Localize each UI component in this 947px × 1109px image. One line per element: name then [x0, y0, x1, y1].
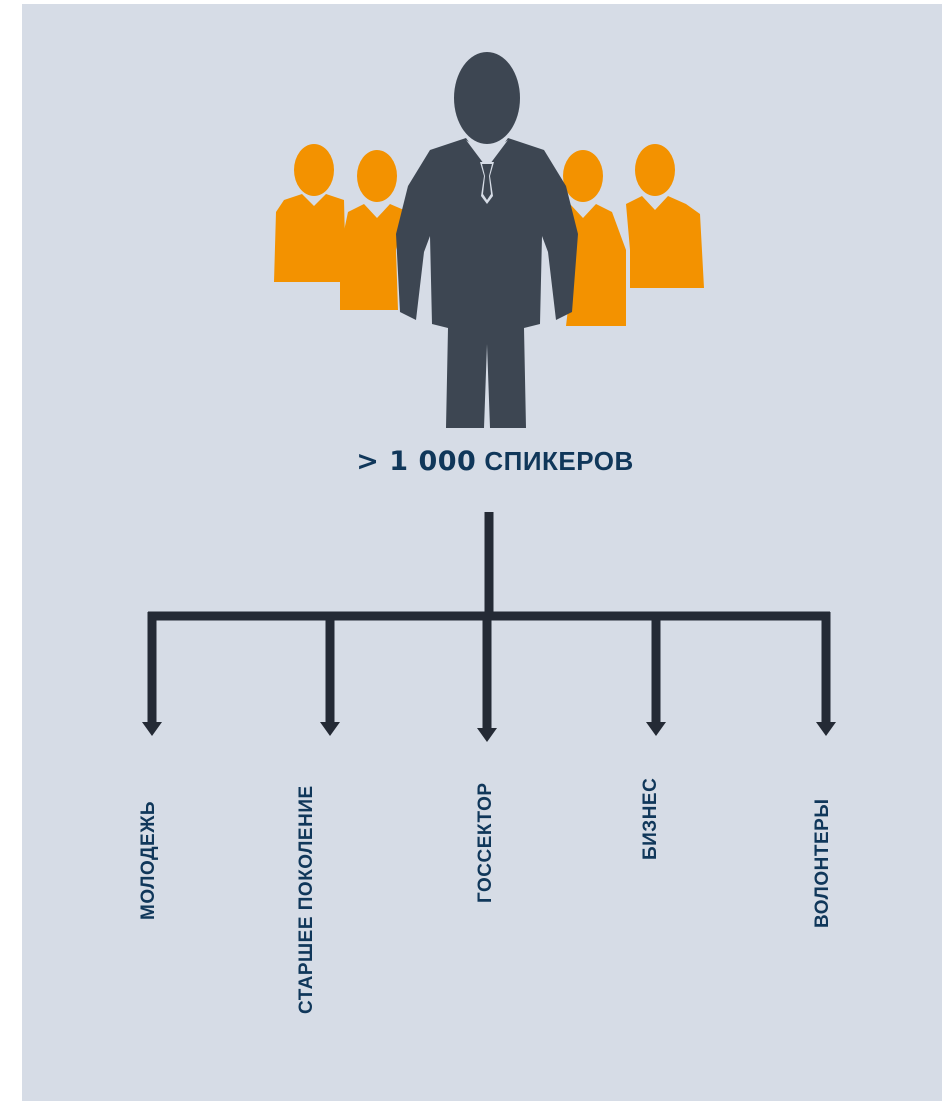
businessman-icon	[396, 52, 578, 428]
arrowhead-icon	[646, 722, 666, 736]
team-member-icon	[274, 144, 346, 282]
arrowhead-icon	[816, 722, 836, 736]
arrowhead-icon	[477, 728, 497, 742]
category-label-public-sector: ГОССЕКТОР	[475, 782, 496, 903]
category-label-youth: МОЛОДЕЖЬ	[138, 800, 159, 920]
category-label-older-generation: СТАРШЕЕ ПОКОЛЕНИЕ	[296, 785, 317, 1014]
speakers-word: СПИКЕРОВ	[484, 446, 634, 476]
connector-lines	[147, 512, 831, 730]
speakers-count-heading: > 1 000 СПИКЕРОВ	[300, 446, 690, 477]
team-member-icon	[626, 144, 704, 288]
speakers-count: > 1 000	[356, 446, 477, 477]
arrowhead-icon	[320, 722, 340, 736]
arrowheads	[142, 722, 836, 742]
category-label-business: БИЗНЕС	[640, 777, 661, 860]
people-group-icon	[274, 144, 704, 326]
team-member-icon	[340, 150, 404, 310]
arrowhead-icon	[142, 722, 162, 736]
category-label-volunteers: ВОЛОНТЕРЫ	[812, 798, 833, 928]
